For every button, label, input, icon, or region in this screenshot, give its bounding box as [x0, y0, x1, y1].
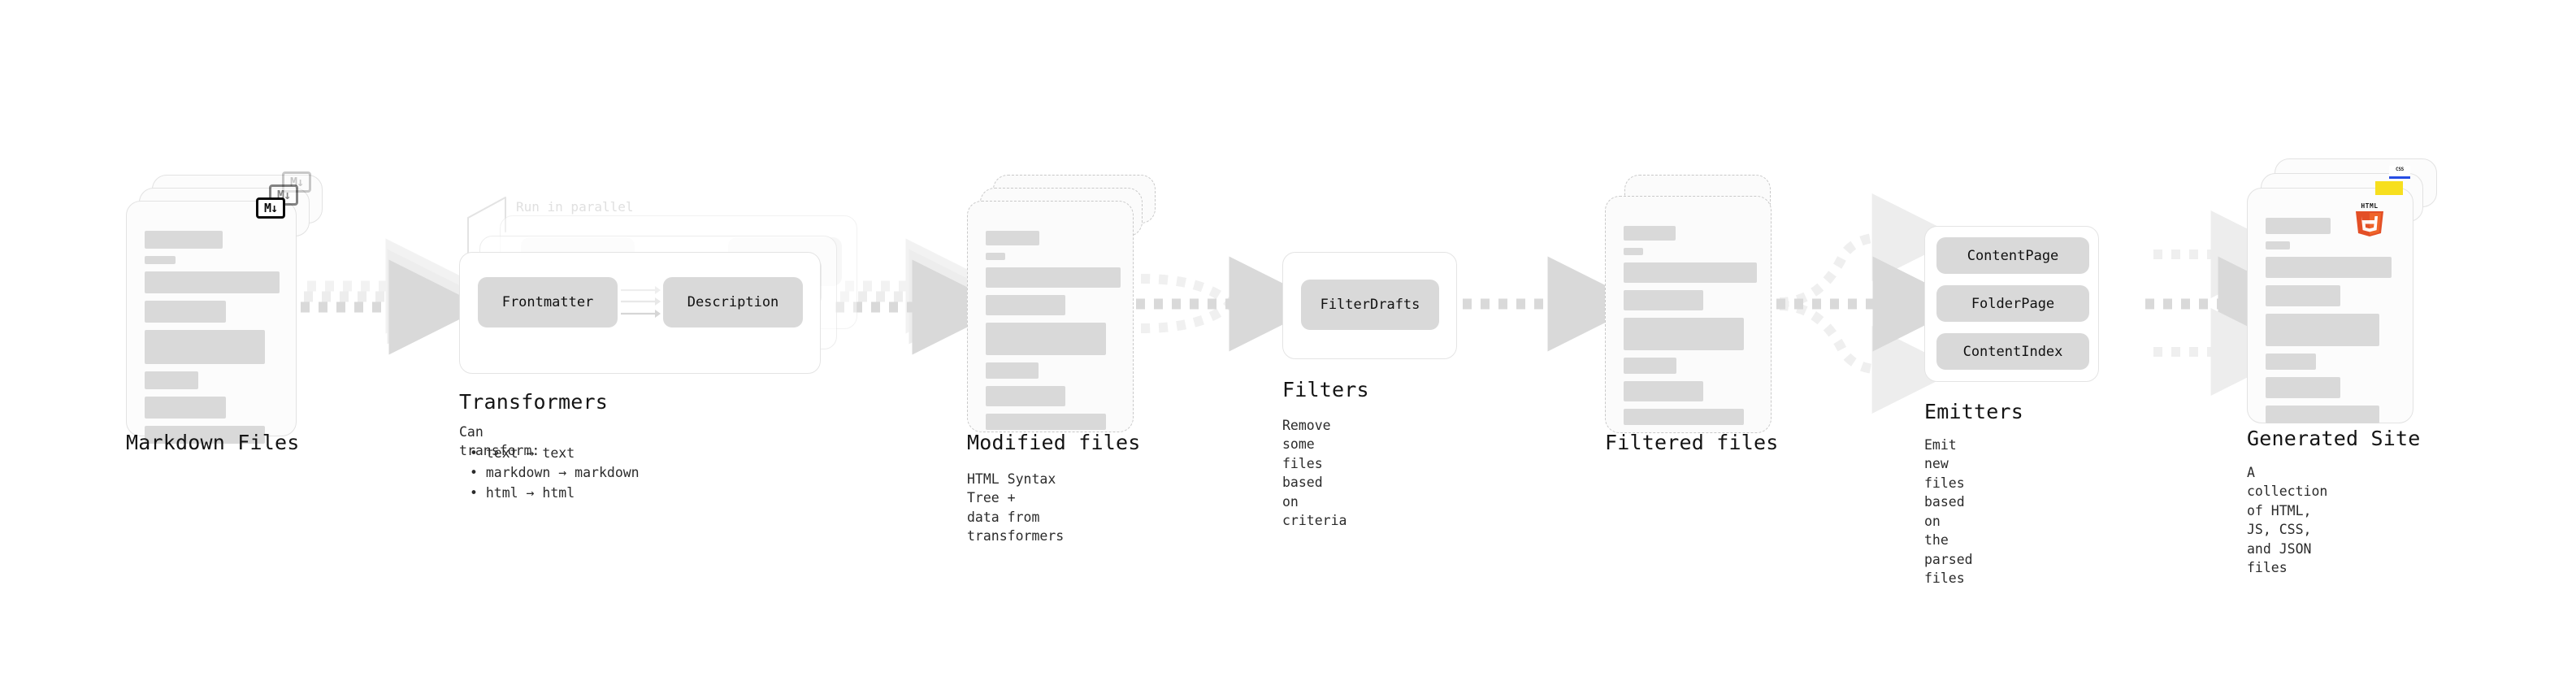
html5-icon: HTML	[2356, 202, 2383, 236]
placeholder-line	[1624, 290, 1703, 310]
modified-card-front	[967, 201, 1134, 432]
filter-chip-filterdrafts[interactable]: FilterDrafts	[1301, 280, 1439, 330]
placeholder-line	[2266, 354, 2316, 370]
placeholder-line	[2266, 241, 2290, 249]
placeholder-line	[1624, 381, 1703, 401]
placeholder-line	[986, 295, 1065, 315]
placeholder-line	[986, 323, 1106, 355]
modified-files-subtitle: HTML Syntax Tree + data from transformer…	[967, 471, 1065, 544]
emitters-box[interactable]: ContentPage FolderPage ContentIndex	[1924, 226, 2099, 382]
placeholder-line	[1624, 262, 1757, 283]
placeholder-line	[1624, 248, 1643, 255]
placeholder-line	[1624, 226, 1676, 241]
list-item: • markdown → markdown	[470, 465, 640, 481]
css-icon: CSS	[2389, 166, 2410, 179]
filters-subtitle: Remove some files based on criteria	[1282, 418, 1347, 529]
placeholder-line	[2266, 314, 2379, 346]
placeholder-line	[2266, 257, 2392, 278]
placeholder-line	[1624, 409, 1744, 425]
stage-filtered-files: Filtered files	[0, 0, 1778, 681]
emitters-title: Emitters	[1924, 400, 2024, 423]
stage-transformers: Run in parallel Frontmatter Description …	[0, 0, 857, 681]
placeholder-line	[986, 231, 1039, 245]
run-in-parallel-label: Run in parallel	[516, 199, 634, 215]
bullet-text: html → html	[485, 484, 575, 501]
placeholder-line	[986, 253, 1005, 260]
placeholder-line	[1624, 318, 1744, 350]
generated-placeholder-lines	[2266, 218, 2395, 431]
stage-markdown-files: M↓ M↓ M↓ Markdown Files	[0, 0, 341, 681]
stage-emitters: ContentPage FolderPage ContentIndex Emit…	[0, 0, 2099, 681]
js-icon	[2375, 181, 2403, 195]
placeholder-line	[2266, 377, 2340, 398]
placeholder-line	[145, 426, 265, 444]
arrow-modified-to-filters	[1136, 256, 1325, 352]
emitter-chip-contentpage[interactable]: ContentPage	[1936, 237, 2089, 274]
bullet-text: text → text	[485, 445, 575, 461]
transformers-subtitle: Can transform:	[459, 424, 540, 459]
filtered-placeholder-lines	[1624, 226, 1757, 432]
placeholder-line	[986, 362, 1039, 379]
placeholder-line	[145, 371, 198, 389]
markdown-card-front	[126, 201, 297, 444]
placeholder-line	[2266, 406, 2379, 423]
generated-card-front	[2247, 188, 2413, 423]
transformer-box-front[interactable]: Frontmatter Description	[459, 252, 821, 374]
arrow-filtered-to-emitters	[1776, 193, 1968, 414]
placeholder-line	[986, 386, 1065, 406]
filtered-card-front	[1605, 196, 1772, 433]
stage-modified-files: Modified files HTML Syntax Tree + data f…	[0, 0, 1156, 681]
transformer-inner-arrows	[621, 286, 661, 318]
generated-site-title: Generated Site	[2247, 427, 2421, 450]
modified-placeholder-lines	[986, 231, 1121, 437]
placeholder-line	[145, 231, 223, 249]
placeholder-line	[145, 330, 265, 364]
stage-filters: FilterDrafts Filters Remove some files b…	[0, 0, 1457, 681]
transformer-chip-description[interactable]: Description	[663, 277, 803, 327]
emitter-chip-contentindex[interactable]: ContentIndex	[1936, 333, 2089, 370]
filters-box[interactable]: FilterDrafts	[1282, 252, 1457, 359]
transformers-title: Transformers	[459, 390, 609, 414]
svg-text:HTML: HTML	[2361, 202, 2378, 210]
placeholder-line	[1624, 358, 1676, 374]
placeholder-line	[2266, 285, 2340, 306]
filtered-files-title: Filtered files	[1605, 431, 1779, 454]
placeholder-line	[145, 301, 226, 323]
list-item: • html → html	[470, 484, 575, 501]
stage-generated-site: CSS HTML Generated Site A collection of …	[0, 0, 2437, 681]
placeholder-line	[145, 271, 280, 293]
list-item: • text → text	[470, 445, 575, 461]
arrow-emitters-to-site	[2145, 210, 2314, 396]
placeholder-line	[145, 397, 226, 419]
emitter-chip-folderpage[interactable]: FolderPage	[1936, 285, 2089, 322]
generated-site-subtitle: A collection of HTML, JS, CSS, and JSON …	[2247, 465, 2328, 576]
markdown-icon: M↓	[256, 197, 285, 219]
transformers-bullet-list: • text → text • markdown → markdown • ht…	[470, 444, 640, 503]
markdown-placeholder-lines	[145, 231, 280, 451]
emitters-subtitle: Emit new files based on the parsed files	[1924, 437, 1973, 586]
modified-files-title: Modified files	[967, 431, 1141, 454]
markdown-files-title: Markdown Files	[126, 431, 300, 454]
placeholder-line	[986, 267, 1121, 288]
placeholder-line	[2266, 218, 2331, 234]
transformer-chip-frontmatter[interactable]: Frontmatter	[478, 277, 618, 327]
bullet-text: markdown → markdown	[485, 465, 640, 481]
filters-title: Filters	[1282, 378, 1369, 401]
placeholder-line	[145, 256, 176, 264]
placeholder-line	[986, 414, 1106, 430]
